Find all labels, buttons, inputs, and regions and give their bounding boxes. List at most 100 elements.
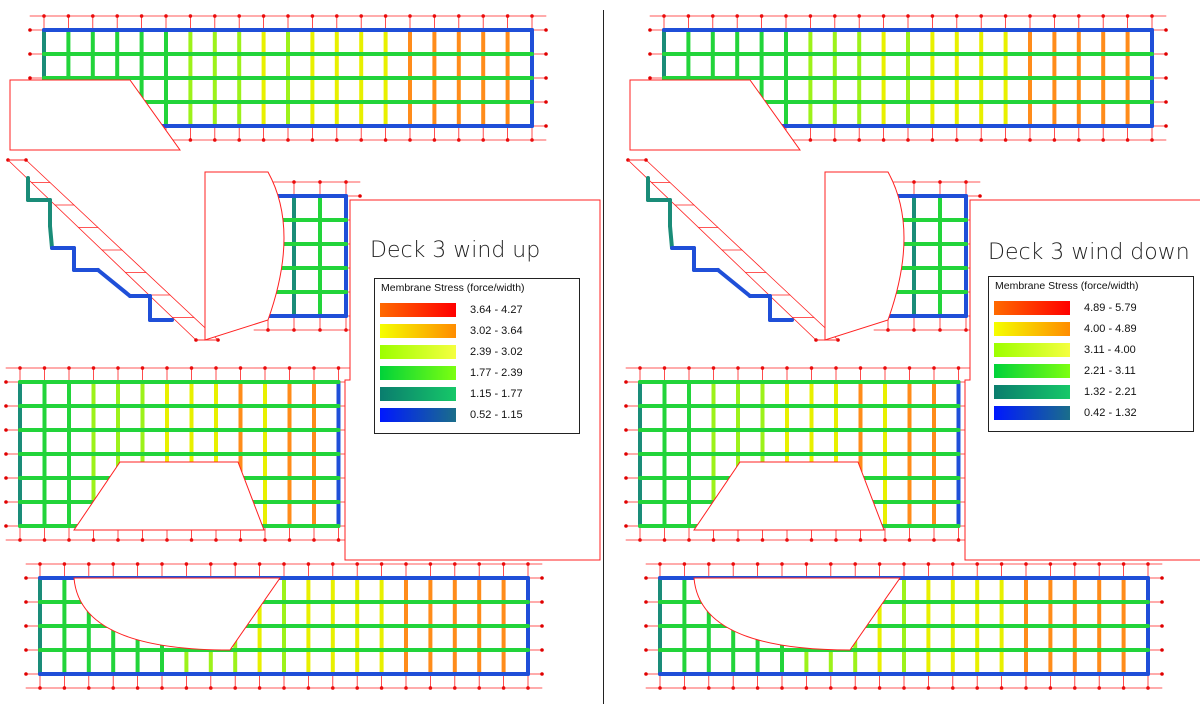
mesh-node xyxy=(648,52,652,56)
legend-swatch xyxy=(380,387,456,401)
legend-label: 0.42 - 1.32 xyxy=(1084,407,1137,419)
mesh-node xyxy=(544,52,548,56)
mesh-node xyxy=(24,576,28,580)
deck-opening xyxy=(73,577,281,651)
legend-swatch xyxy=(380,303,456,317)
mesh-node xyxy=(28,76,32,80)
mesh-node xyxy=(28,52,32,56)
mesh-node xyxy=(978,194,982,198)
legend-swatch xyxy=(994,385,1070,399)
mesh-node xyxy=(540,600,544,604)
mesh-node xyxy=(28,28,32,32)
fe-mesh xyxy=(626,158,840,342)
mesh-node xyxy=(540,648,544,652)
legend-row: 2.39 - 3.02 xyxy=(380,345,570,359)
legend-row: 0.52 - 1.15 xyxy=(380,408,570,422)
mesh-node xyxy=(24,600,28,604)
mesh-node xyxy=(1160,600,1164,604)
deck-opening xyxy=(204,171,285,341)
stress-beam xyxy=(668,224,674,250)
mesh-node xyxy=(648,28,652,32)
deck-opening xyxy=(9,79,181,151)
legend-row: 3.64 - 4.27 xyxy=(380,303,570,317)
mesh-node xyxy=(1164,52,1168,56)
legend-label: 3.64 - 4.27 xyxy=(470,304,523,316)
legend-label: 4.89 - 5.79 xyxy=(1084,302,1137,314)
legend-row: 4.00 - 4.89 xyxy=(994,322,1184,336)
mesh-node xyxy=(624,500,628,504)
mesh-node xyxy=(358,194,362,198)
legend-title: Membrane Stress (force/width) xyxy=(381,282,525,294)
mesh-node xyxy=(24,672,28,676)
panel-divider xyxy=(603,10,604,704)
legend-label: 1.77 - 2.39 xyxy=(470,367,523,379)
mesh-node xyxy=(648,76,652,80)
mesh-node xyxy=(1164,124,1168,128)
mesh-node xyxy=(1160,648,1164,652)
mesh-node xyxy=(1160,624,1164,628)
mesh-node xyxy=(624,404,628,408)
deck-opening xyxy=(693,461,885,531)
mesh-node xyxy=(540,624,544,628)
mesh-node xyxy=(4,452,8,456)
legend-swatch xyxy=(380,408,456,422)
mesh-node xyxy=(4,524,8,528)
mesh-node xyxy=(624,476,628,480)
legend-label: 3.02 - 3.64 xyxy=(470,325,523,337)
stress-beam xyxy=(96,268,132,298)
legend-title: Membrane Stress (force/width) xyxy=(995,280,1139,292)
legend-swatch xyxy=(380,345,456,359)
mesh-node xyxy=(4,500,8,504)
legend-row: 0.42 - 1.32 xyxy=(994,406,1184,420)
legend-swatch xyxy=(994,301,1070,315)
mesh-node xyxy=(540,576,544,580)
deck-region xyxy=(4,366,355,542)
mesh-node xyxy=(4,404,8,408)
mesh-node xyxy=(1164,100,1168,104)
mesh-node xyxy=(540,672,544,676)
mesh-node xyxy=(4,380,8,384)
legend-swatch xyxy=(380,366,456,380)
stress-beam xyxy=(716,268,752,298)
right-legend: Membrane Stress (force/width) 4.89 - 5.7… xyxy=(988,276,1194,432)
mesh-node xyxy=(624,380,628,384)
legend-row: 2.21 - 3.11 xyxy=(994,364,1184,378)
legend-row: 1.15 - 1.77 xyxy=(380,387,570,401)
legend-swatch xyxy=(994,322,1070,336)
mesh-node xyxy=(24,648,28,652)
legend-label: 2.21 - 3.11 xyxy=(1084,365,1136,377)
legend-label: 2.39 - 3.02 xyxy=(470,346,523,358)
legend-swatch xyxy=(380,324,456,338)
mesh-node xyxy=(4,476,8,480)
legend-row: 1.77 - 2.39 xyxy=(380,366,570,380)
legend-row: 1.32 - 2.21 xyxy=(994,385,1184,399)
deck-opening xyxy=(73,461,265,531)
fe-mesh xyxy=(6,158,220,342)
right-panel-title: Deck 3 wind down xyxy=(988,240,1190,265)
mesh-node xyxy=(1160,576,1164,580)
legend-row: 3.11 - 4.00 xyxy=(994,343,1184,357)
left-legend: Membrane Stress (force/width) 3.64 - 4.2… xyxy=(374,278,580,434)
mesh-node xyxy=(644,672,648,676)
left-panel-title: Deck 3 wind up xyxy=(370,238,541,263)
mesh-node xyxy=(644,648,648,652)
legend-swatch xyxy=(994,406,1070,420)
mesh-node xyxy=(4,428,8,432)
deck-opening xyxy=(693,577,901,651)
mesh-node xyxy=(644,576,648,580)
ramp-region xyxy=(626,158,840,342)
legend-label: 3.11 - 4.00 xyxy=(1084,344,1136,356)
legend-label: 4.00 - 4.89 xyxy=(1084,323,1137,335)
mesh-node xyxy=(544,124,548,128)
stress-beam xyxy=(48,224,54,250)
stress-beams xyxy=(646,176,794,322)
legend-label: 1.32 - 2.21 xyxy=(1084,386,1137,398)
legend-swatch xyxy=(994,364,1070,378)
stress-beams xyxy=(26,176,174,322)
ramp-region xyxy=(6,158,220,342)
legend-swatch xyxy=(994,343,1070,357)
legend-label: 1.15 - 1.77 xyxy=(470,388,523,400)
mesh-node xyxy=(624,428,628,432)
mesh-node xyxy=(544,100,548,104)
legend-row: 3.02 - 3.64 xyxy=(380,324,570,338)
